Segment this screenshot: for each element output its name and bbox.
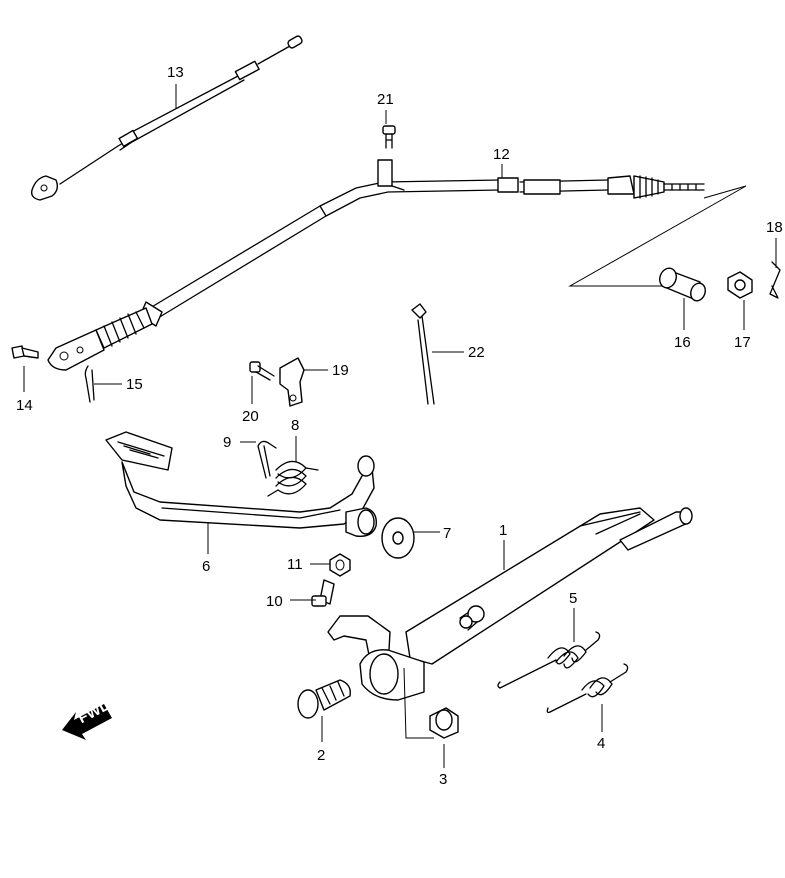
label-11: 11 xyxy=(287,556,303,573)
label-3: 3 xyxy=(439,771,447,788)
cable-tie-22 xyxy=(411,303,435,405)
leader-lines xyxy=(23,84,777,768)
nut-17 xyxy=(727,271,753,299)
washer-7 xyxy=(381,517,415,559)
label-4: 4 xyxy=(597,735,605,752)
spring-8 xyxy=(267,460,319,497)
label-18: 18 xyxy=(766,219,783,236)
label-10: 10 xyxy=(266,593,283,610)
label-12: 12 xyxy=(493,146,510,163)
label-21: 21 xyxy=(377,91,394,108)
label-14: 14 xyxy=(16,397,33,414)
label-2: 2 xyxy=(317,747,325,764)
label-8: 8 xyxy=(291,417,299,434)
brake-pedal-6 xyxy=(105,431,377,537)
label-13: 13 xyxy=(167,64,184,81)
callout-labels: 13 21 12 18 16 17 14 15 19 20 22 8 9 6 7… xyxy=(16,64,783,788)
cotter-pin-15 xyxy=(84,365,95,403)
nut-3 xyxy=(429,707,459,739)
nut-11 xyxy=(329,553,351,577)
bolt-20 xyxy=(249,361,275,381)
spring-5 xyxy=(497,631,601,689)
label-17: 17 xyxy=(734,334,751,351)
fwd-arrow-icon: FWD xyxy=(62,696,114,740)
side-stand-1 xyxy=(327,507,693,739)
sleeve-16 xyxy=(659,267,706,302)
label-15: 15 xyxy=(126,376,143,393)
label-7: 7 xyxy=(443,525,451,542)
label-22: 22 xyxy=(468,344,485,361)
label-19: 19 xyxy=(332,362,349,379)
label-5: 5 xyxy=(569,590,577,607)
spring-4 xyxy=(546,663,629,714)
bracket-19 xyxy=(279,357,305,407)
cotter-pin-9 xyxy=(257,440,277,479)
bolt-10 xyxy=(311,579,335,607)
pivot-bolt-2 xyxy=(297,679,351,719)
label-6: 6 xyxy=(202,558,210,575)
clip-18 xyxy=(769,261,781,299)
cable-12 xyxy=(47,159,705,371)
cable-13 xyxy=(30,35,303,201)
label-16: 16 xyxy=(674,334,691,351)
label-1: 1 xyxy=(499,522,507,539)
label-9: 9 xyxy=(223,434,231,451)
pin-14 xyxy=(11,345,39,359)
label-20: 20 xyxy=(242,408,259,425)
bolt-21 xyxy=(382,125,396,149)
group-outline-16-18 xyxy=(568,185,747,287)
